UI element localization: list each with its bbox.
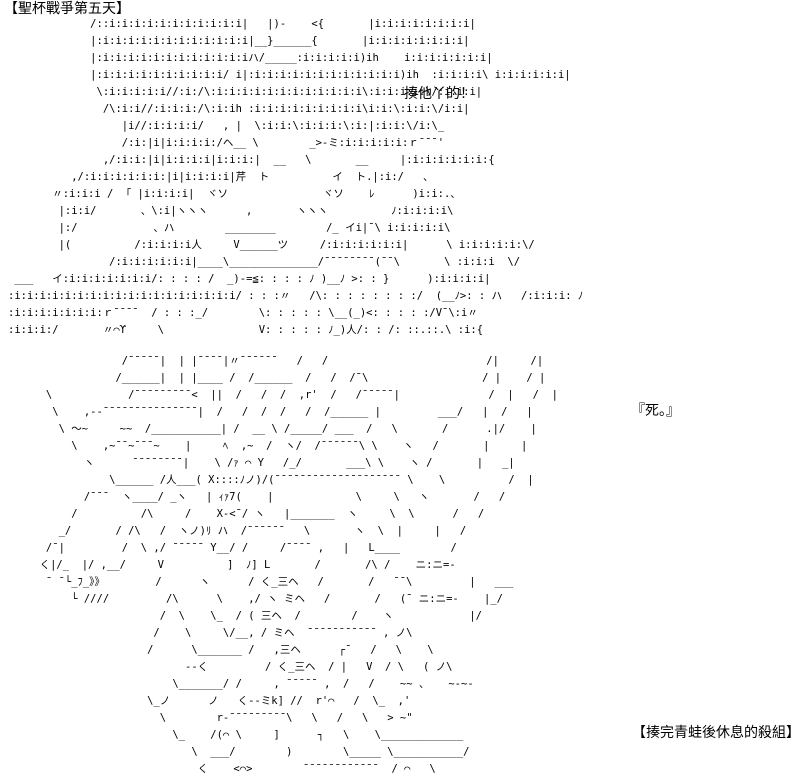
title-caption: 【聖杯戰爭第五天】 (4, 1, 130, 17)
dialogue-quote-2: 『死。』 (631, 403, 680, 419)
ascii-art-top: /::i:i:i:i:i:i:i:i:i:i:i| |)- <{ |i:i:i:… (8, 18, 584, 336)
dialogue-quote-1: 揍他丫的！ (404, 86, 474, 102)
footer-caption: 【揍完青蛙後休息的殺組】 (632, 725, 800, 741)
ascii-art-bottom: /¯¯¯¯¯| | |¯¯¯¯|〃¯¯¯¯¯¯ / / /| /| /_____… (39, 355, 558, 775)
